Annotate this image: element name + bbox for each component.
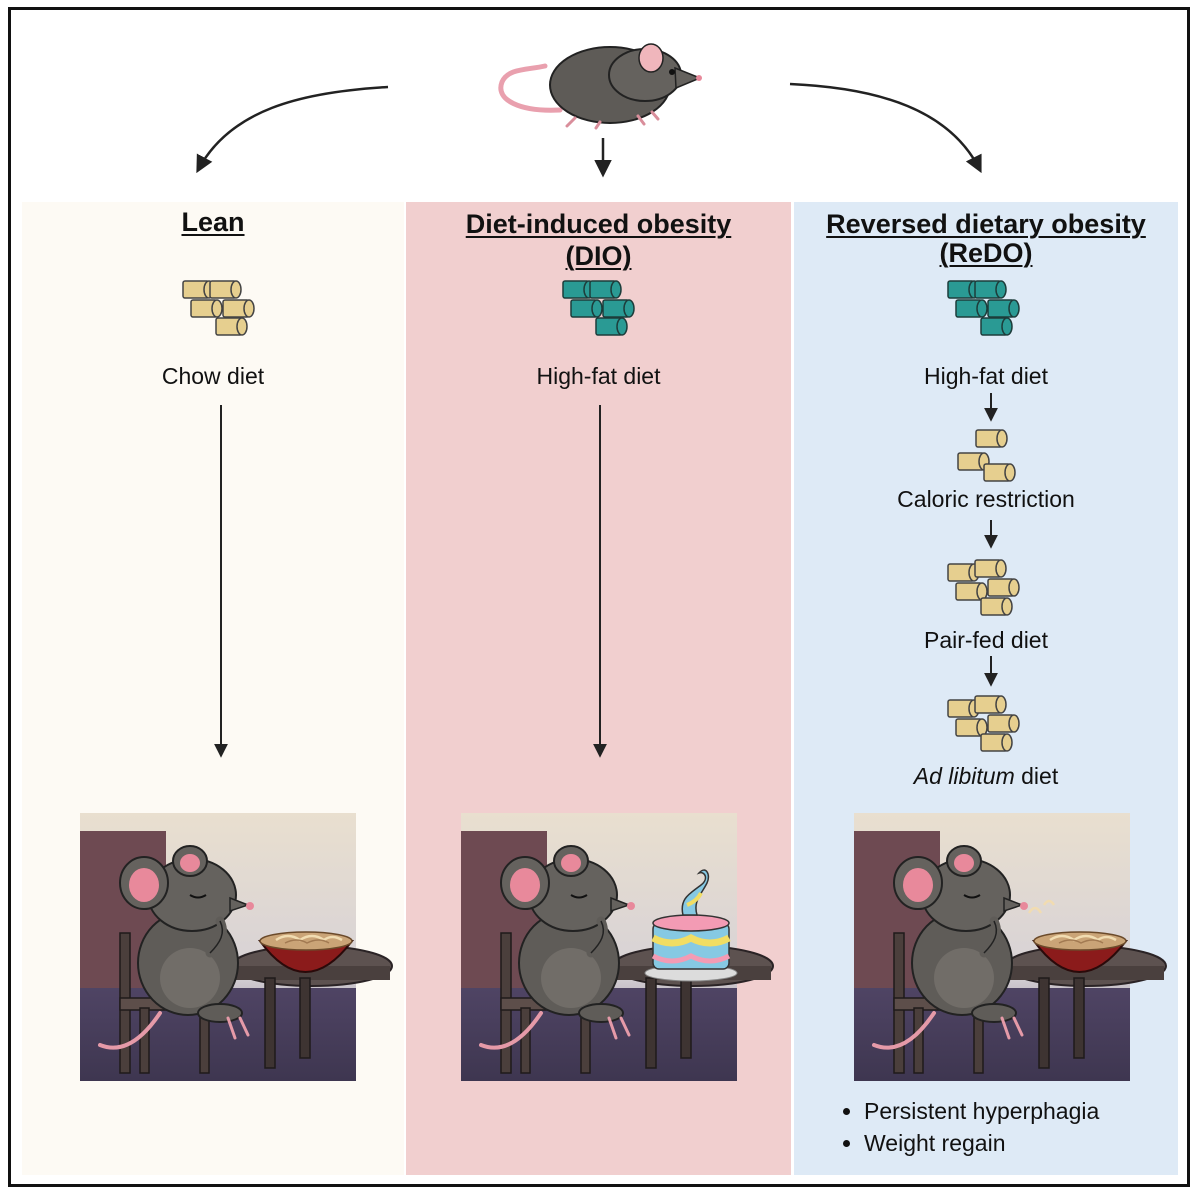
- arrow-to-lean: [196, 85, 389, 174]
- panel-title-lean: Lean: [181, 207, 245, 237]
- panel-title-dio-line2: (DIO): [565, 241, 632, 271]
- top-mouse-icon: [498, 43, 702, 130]
- redo-high-fat-pellet-icon: [947, 280, 1020, 336]
- ad-libitum-suffix: diet: [1014, 763, 1059, 789]
- panel-title-redo-line1: Reversed dietary obesity: [826, 209, 1146, 239]
- ad-libitum-italic: Ad libitum: [913, 763, 1015, 789]
- caloric-restriction-pellet-icon: [957, 429, 1016, 482]
- panel-title-redo-line2: (ReDO): [939, 238, 1033, 268]
- diet-label-redo-high-fat: High-fat diet: [923, 363, 1048, 389]
- diet-label-chow: Chow diet: [161, 363, 265, 389]
- outcome-item: Weight regain: [864, 1127, 1099, 1159]
- panel-title-dio-line1: Diet-induced obesity: [465, 209, 732, 239]
- outcome-item: Persistent hyperphagia: [864, 1095, 1099, 1127]
- high-fat-pellet-icon: [562, 280, 635, 336]
- outcome-list: Persistent hyperphagia Weight regain: [834, 1095, 1099, 1159]
- diet-label-pair-fed: Pair-fed diet: [923, 627, 1048, 653]
- diet-label-caloric-restriction: Caloric restriction: [897, 486, 1075, 512]
- lean-mouse-eating-illustration: [80, 813, 392, 1081]
- diet-label-high-fat: High-fat diet: [536, 363, 661, 389]
- diet-label-ad-libitum: Ad libitum diet: [794, 763, 1178, 789]
- chow-pellet-icon: [182, 280, 255, 336]
- ad-libitum-pellet-icon: [947, 695, 1020, 752]
- redo-mouse-eating-illustration: [854, 813, 1166, 1081]
- pair-fed-pellet-icon: [947, 559, 1020, 616]
- dio-mouse-eating-cake-illustration: [461, 813, 773, 1081]
- arrow-to-redo: [789, 82, 982, 174]
